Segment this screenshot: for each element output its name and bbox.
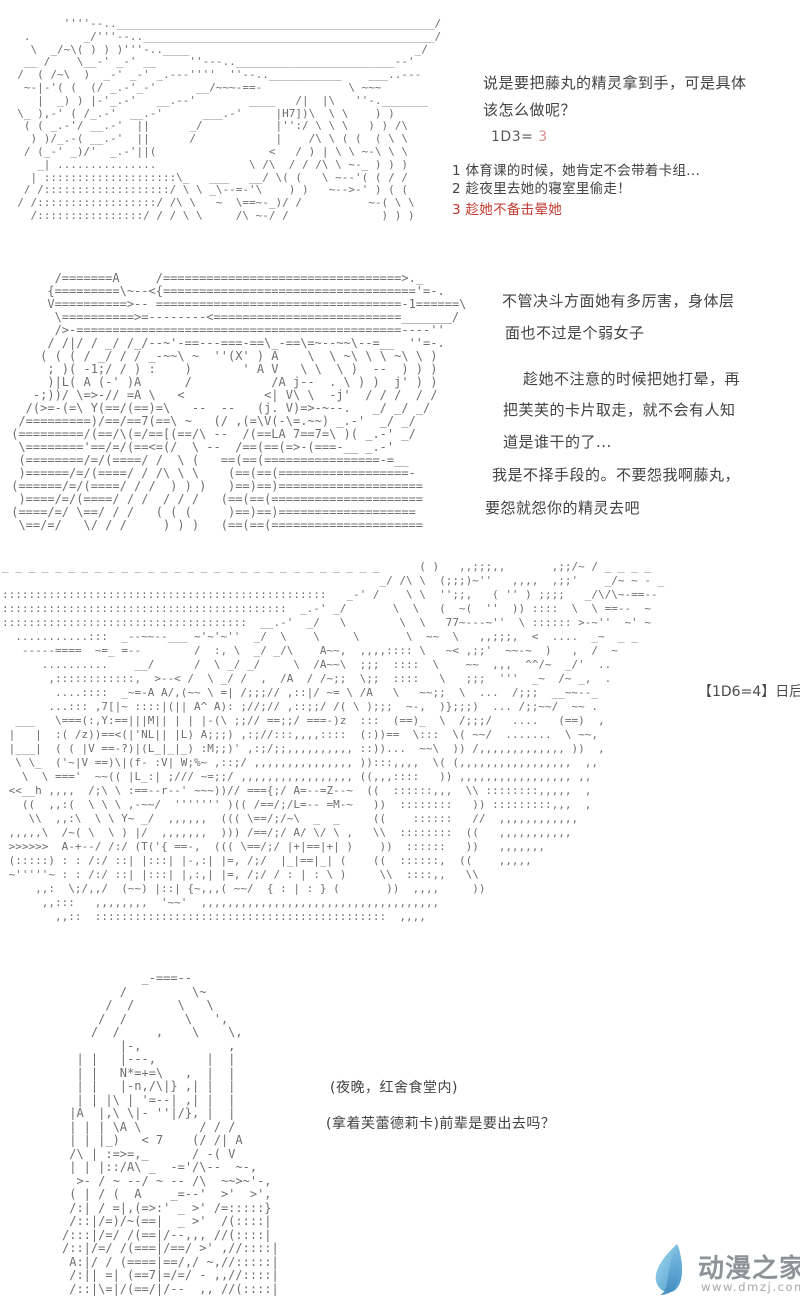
dialog1-line1: 说是要把藤丸的精灵拿到手，可是具体	[483, 74, 747, 92]
dialog2-line1: 不管决斗方面她有多厉害，身体层	[502, 292, 735, 310]
dialog2-line6: 我是不择手段的。不要怨我啊藤丸，	[492, 466, 741, 484]
site-url: www.dmzj.com	[701, 1280, 800, 1294]
dialog1-option1: 1 体育课的时候，她肯定不会带着卡组...	[452, 163, 701, 179]
dialog1-line2: 该怎么做呢？	[483, 101, 577, 119]
dialog2-line4: 把芙芙的卡片取走，就不会有人知	[503, 401, 736, 419]
dialog2-line5: 道是谁干的了...	[503, 433, 612, 451]
dice-label: 1D3=	[491, 129, 534, 145]
dice-roll-1d6-caption: 【1D6=4】日后	[698, 684, 800, 700]
dialog2-line3: 趁她不注意的时候把她打晕，再	[523, 370, 741, 388]
dice-roll-1d3: 1D3= 3	[491, 129, 548, 145]
dialog2-line2: 面也不过是个弱女子	[505, 324, 645, 342]
ascii-art-panel-bottom: _-===-- / \~ / / \ \ / / \ ', / / , \ \,…	[62, 971, 279, 1296]
dialog4-line1: (夜晚，红舍食堂内)	[330, 1080, 458, 1096]
site-name: 动漫之家	[698, 1254, 800, 1284]
dice-result: 3	[533, 129, 548, 145]
ascii-art-panel-middle: /=======A /=============================…	[11, 271, 467, 532]
dialog2-line7: 要怨就怨你的精灵去吧	[485, 499, 641, 517]
dmzj-site-logo[interactable]: 动漫之家 www.dmzj.com	[646, 1240, 800, 1301]
ascii-art-panel-landscape: _ _ _ _ _ _ _ _ _ _ _ _ _ _ _ _ _ _ _ _ …	[2, 560, 665, 923]
dialog1-option3-selected: 3 趁她不备击晕她	[452, 202, 563, 218]
dialog4-line2: (拿着芙蕾德莉卡)前辈是要出去吗？	[326, 1116, 556, 1132]
ascii-art-panel-top: ''''--..________________________________…	[17, 17, 442, 222]
leaf-icon	[650, 1243, 692, 1301]
dialog1-option2: 2 趁夜里去她的寝室里偷走！	[452, 181, 632, 197]
